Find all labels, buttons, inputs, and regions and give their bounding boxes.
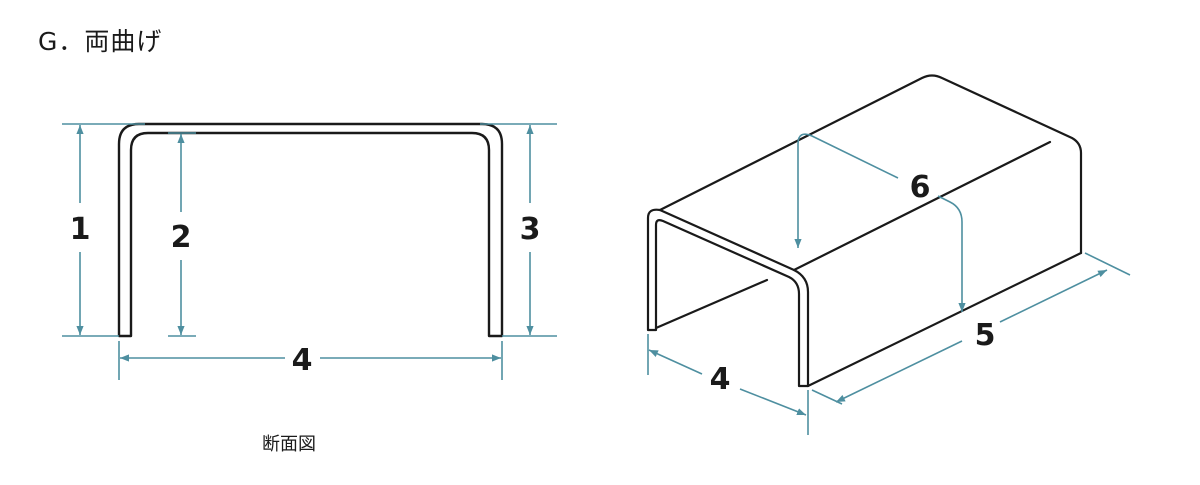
dimension-3: 3: [520, 125, 541, 335]
iso-dimension-5: 5: [835, 269, 1108, 403]
dimension-4-width: 4: [120, 343, 501, 378]
isometric-view: 4 5 6: [646, 74, 1131, 435]
page-title: G．両曲げ: [38, 27, 163, 56]
iso-dimension-6: 6: [794, 133, 966, 312]
channel-profile: [117, 122, 504, 338]
dimension-2: 2: [171, 134, 192, 335]
cross-section-caption: 断面図: [262, 434, 316, 455]
isometric-extension-lines: [647, 252, 1131, 435]
iso-dimension-label-6: 6: [910, 170, 931, 205]
iso-dimension-label-5: 5: [975, 318, 996, 353]
iso-dimension-4: 4: [648, 349, 807, 416]
cross-section-extension-lines: [62, 123, 557, 380]
dimension-1: 1: [70, 125, 91, 335]
dimension-label-2: 2: [171, 220, 192, 255]
dimension-label-1: 1: [70, 212, 91, 247]
iso-dimension-label-4: 4: [710, 362, 731, 397]
channel-isometric: [646, 74, 1083, 388]
cross-section-view: 1 2 3 4: [62, 122, 557, 380]
dimension-label-3: 3: [520, 212, 541, 247]
dimension-label-4: 4: [292, 343, 313, 378]
